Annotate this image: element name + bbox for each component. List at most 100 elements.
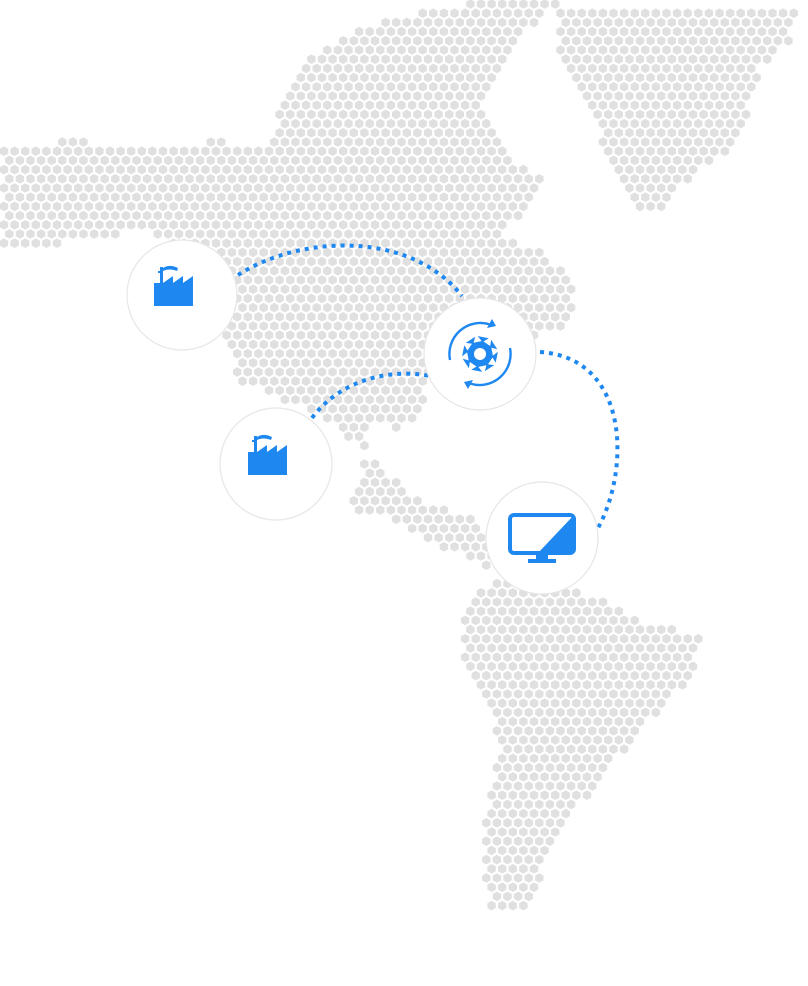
map-dot — [561, 36, 570, 46]
map-dot — [736, 63, 745, 74]
map-dot — [482, 155, 491, 166]
map-dot — [498, 661, 507, 672]
map-dot — [317, 54, 327, 64]
map-dot — [455, 36, 464, 46]
map-dot — [460, 266, 470, 276]
map-dot — [333, 413, 343, 423]
map-dot — [619, 100, 629, 110]
map-dot — [561, 312, 570, 322]
map-dot — [450, 137, 459, 147]
map-dot — [450, 82, 459, 92]
map-dot — [720, 128, 729, 138]
map-dot — [21, 183, 30, 193]
map-dot — [402, 164, 411, 175]
map-dot — [301, 82, 311, 92]
map-dot — [429, 174, 438, 184]
map-dot — [630, 689, 639, 699]
map-dot — [720, 72, 729, 83]
map-dot — [365, 82, 374, 92]
map-dot — [598, 63, 608, 74]
map-dot — [5, 192, 14, 202]
map-dot — [423, 201, 433, 212]
map-dot — [582, 753, 592, 764]
map-dot — [524, 799, 533, 810]
map-dot — [455, 183, 464, 193]
map-dot — [513, 799, 523, 810]
map-dot — [529, 864, 539, 874]
map-dot — [227, 247, 237, 258]
map-dot — [641, 634, 650, 644]
map-dot — [662, 8, 671, 18]
map-dot — [498, 275, 507, 285]
map-dot — [397, 155, 406, 166]
map-dot — [662, 174, 671, 184]
map-dot — [31, 164, 40, 175]
map-dot — [10, 164, 19, 175]
map-dot — [731, 54, 740, 64]
map-dot — [588, 744, 597, 754]
map-dot — [286, 164, 295, 175]
map-dot — [577, 652, 586, 662]
map-dot — [238, 192, 247, 202]
map-dot — [741, 54, 751, 64]
node-processing-hub[interactable] — [423, 297, 537, 411]
map-dot — [74, 201, 83, 212]
map-dot — [529, 183, 539, 193]
map-dot — [280, 321, 290, 331]
map-dot — [535, 266, 544, 276]
map-dot — [365, 247, 374, 258]
map-dot — [68, 137, 78, 147]
map-dot — [535, 302, 544, 313]
node-factory-south[interactable] — [219, 407, 333, 521]
map-dot — [460, 8, 470, 18]
map-dot — [254, 293, 263, 304]
map-dot — [460, 63, 470, 74]
map-dot — [736, 82, 745, 92]
map-dot — [296, 128, 305, 138]
map-dot — [471, 100, 480, 110]
map-dot — [413, 128, 422, 138]
map-dot — [413, 514, 422, 524]
map-dot — [588, 8, 597, 18]
map-dot — [503, 210, 512, 221]
map-dot — [423, 146, 433, 156]
map-dot — [630, 137, 639, 147]
map-dot — [445, 17, 454, 28]
map-dot — [142, 192, 152, 202]
map-dot — [529, 256, 539, 267]
map-dot — [651, 8, 661, 18]
map-dot — [604, 72, 613, 83]
map-dot — [402, 146, 411, 156]
map-dot — [508, 293, 517, 304]
map-dot — [354, 229, 364, 239]
map-dot — [545, 302, 555, 313]
map-dot — [360, 477, 369, 488]
map-dot — [683, 137, 692, 147]
map-dot — [460, 523, 470, 534]
map-dot — [498, 624, 507, 635]
map-dot — [460, 100, 470, 110]
node-display-endpoint[interactable] — [485, 481, 599, 595]
map-dot — [487, 680, 496, 690]
map-dot — [397, 210, 406, 221]
map-dot — [519, 864, 528, 874]
map-dot — [535, 707, 544, 718]
map-dot — [429, 210, 438, 221]
map-dot — [460, 247, 470, 258]
map-dot — [270, 339, 279, 350]
map-dot — [386, 266, 396, 276]
map-dot — [386, 302, 396, 313]
map-dot — [524, 891, 533, 902]
map-dot — [672, 45, 682, 55]
map-dot — [381, 54, 390, 64]
map-dot — [227, 210, 237, 221]
map-dot — [317, 220, 327, 230]
map-dot — [15, 155, 25, 166]
map-dot — [254, 312, 263, 322]
map-dot — [646, 72, 655, 83]
map-dot — [503, 597, 512, 607]
map-dot — [222, 330, 231, 340]
map-dot — [317, 146, 327, 156]
node-factory-north[interactable] — [126, 239, 238, 351]
map-dot — [439, 192, 449, 202]
